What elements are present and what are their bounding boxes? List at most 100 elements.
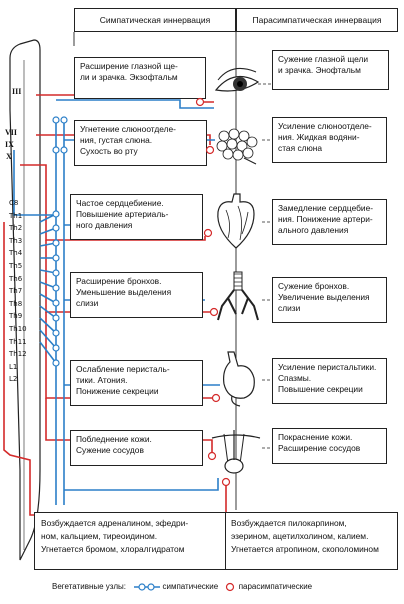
spinal-segment-label: Th4 xyxy=(9,249,23,258)
effect-line: ния, густая слюна. xyxy=(80,135,153,145)
sympathetic-ganglion xyxy=(52,269,60,277)
legend-prefix: Вегетативные узлы: xyxy=(52,582,126,591)
spinal-segment-label: L1 xyxy=(9,362,18,371)
sympathetic-ganglion xyxy=(52,224,60,232)
spinal-segment-label: Th11 xyxy=(9,337,27,346)
legend-parasympathetic: парасимпатические xyxy=(238,582,313,591)
sympathetic-ganglion xyxy=(60,116,68,124)
effect-line: Расширение глазной ще- xyxy=(80,61,178,71)
parasympathetic-effect-box: Сужение бронхов. Увеличение выделения сл… xyxy=(272,277,387,323)
eye-icon xyxy=(214,67,260,92)
parasympathetic-header-label: Парасимпатическая иннервация xyxy=(252,15,382,25)
parasympathetic-ganglion xyxy=(203,228,213,238)
parasympathetic-effect-box: Усиление перистальтики. Спазмы. Повышени… xyxy=(272,358,387,404)
effect-line: слизи xyxy=(76,298,99,308)
spinal-segment-label: Th3 xyxy=(9,236,23,245)
drug-line: Угнетается атропином, скополомином xyxy=(231,544,379,554)
effect-line: Понижение секреции xyxy=(76,386,159,396)
effect-line: ального давления xyxy=(278,225,349,235)
sympathetic-ganglion xyxy=(52,299,60,307)
sympathetic-effect-box: Побледнение кожи. Сужение сосудов xyxy=(70,430,203,466)
parasympathetic-ganglion xyxy=(205,145,215,155)
effect-line: ного давления xyxy=(76,220,133,230)
effect-line: слизи xyxy=(278,303,301,313)
heart-icon xyxy=(217,193,255,249)
cranial-nerve-label: VII xyxy=(5,128,18,137)
parasympathetic-ganglion xyxy=(211,393,221,403)
sympathetic-effect-box: Ослабление перисталь- тики. Атония. Пони… xyxy=(70,360,203,406)
parasympathetic-ganglion xyxy=(195,97,205,107)
spinal-segment-label: Th2 xyxy=(9,224,23,233)
sympathetic-header-label: Симпатическая иннервация xyxy=(99,15,211,25)
effect-line: Усиление перистальтики. xyxy=(278,362,377,372)
drug-line: ном, кальцием, тиреоидином. xyxy=(41,531,158,541)
effect-line: Расширение сосудов xyxy=(278,443,361,453)
spinal-segment-label: Th12 xyxy=(9,350,27,359)
parasympathetic-effect-box: Усиление слюноотделе- ния. Жидкая водяни… xyxy=(272,117,387,163)
sympathetic-ganglion xyxy=(52,146,60,154)
effect-line: Ослабление перисталь- xyxy=(76,364,170,374)
drug-effects-table: Возбуждается адреналином, эфедри- ном, к… xyxy=(34,512,398,570)
sympathetic-ganglion xyxy=(52,344,60,352)
parasympathetic-ganglion xyxy=(209,307,219,317)
effect-line: Сухость во рту xyxy=(80,146,138,156)
effect-line: Сужение сосудов xyxy=(76,445,144,455)
effect-line: Усиление слюноотделе- xyxy=(278,121,372,131)
cranial-nerve-label: III xyxy=(12,87,22,96)
spinal-segment-label: Th10 xyxy=(9,325,27,333)
effect-line: Расширение бронхов. xyxy=(76,276,162,286)
sympathetic-ganglion xyxy=(52,359,60,367)
legend: Вегетативные узлы: симпатические парасим… xyxy=(52,581,312,592)
parasympathetic-node-icon xyxy=(226,582,235,591)
parasympathetic-drugs: Возбуждается пилокарпином, эзерином, аце… xyxy=(231,517,379,556)
effect-line: ли и зрачка. Экзофтальм xyxy=(80,72,178,82)
parasympathetic-effect-box: Сужение глазной щели и зрачка. Энофтальм xyxy=(272,50,389,90)
legend-sympathetic: симпатические xyxy=(162,582,219,591)
effect-line: Сужение глазной щели xyxy=(278,54,369,64)
skin-icon xyxy=(211,430,261,474)
spinal-segment-label: Th9 xyxy=(9,312,23,321)
table-divider xyxy=(225,513,226,569)
cranial-nerve-label: IX xyxy=(5,140,14,149)
effect-line: стая слюна xyxy=(278,143,323,153)
parasympathetic-effect-box: Замедление сердцебие- ния. Понижение арт… xyxy=(272,199,387,245)
effect-line: Спазмы. xyxy=(278,373,312,383)
sympathetic-drugs: Возбуждается адреналином, эфедри- ном, к… xyxy=(41,517,188,556)
drug-line: эзерином, ацетилхолином, калием. xyxy=(231,531,369,541)
salivary-gland-icon xyxy=(216,128,258,165)
sympathetic-node-icon xyxy=(134,583,161,591)
sympathetic-effect-box: Расширение бронхов. Уменьшение выделения… xyxy=(70,272,203,318)
sympathetic-effect-box: Расширение глазной ще- ли и зрачка. Экзо… xyxy=(74,57,206,99)
parasympathetic-ganglion xyxy=(221,477,231,487)
parasympathetic-effect-box: Покраснение кожи. Расширение сосудов xyxy=(272,428,387,464)
effect-line: ния. Понижение артери- xyxy=(278,214,373,224)
effect-line: Уменьшение выделения xyxy=(76,287,172,297)
drug-line: Возбуждается адреналином, эфедри- xyxy=(41,518,189,528)
parasympathetic-ganglion xyxy=(207,451,217,461)
spinal-segment-label: Th5 xyxy=(9,262,23,270)
sympathetic-ganglion xyxy=(52,284,60,292)
spinal-segment-label: Th8 xyxy=(9,299,23,308)
bronchi-icon xyxy=(217,271,259,321)
sympathetic-ganglion xyxy=(52,254,60,262)
cranial-nerve-label: X xyxy=(6,152,12,161)
effect-line: Повышение секреции xyxy=(278,384,363,394)
sympathetic-ganglion xyxy=(52,314,60,322)
spinal-segment-label: L2 xyxy=(9,375,18,384)
effect-line: ния. Жидкая водяни- xyxy=(278,132,360,142)
effect-line: Частое сердцебиение. xyxy=(76,198,164,208)
sympathetic-ganglion xyxy=(52,116,60,124)
stomach-icon xyxy=(223,351,255,407)
sympathetic-header: Симпатическая иннервация xyxy=(74,8,236,32)
effect-line: Угнетение слюноотделе- xyxy=(80,124,176,134)
effect-line: Увеличение выделения xyxy=(278,292,370,302)
sympathetic-effect-box: Угнетение слюноотделе- ния, густая слюна… xyxy=(74,120,207,166)
sympathetic-ganglion xyxy=(52,239,60,247)
effect-line: Сужение бронхов. xyxy=(278,281,350,291)
effect-line: Замедление сердцебие- xyxy=(278,203,374,213)
spinal-segment-label: C8 xyxy=(9,199,19,207)
drug-line: Возбуждается пилокарпином, xyxy=(231,518,347,528)
effect-line: Побледнение кожи. xyxy=(76,434,152,444)
